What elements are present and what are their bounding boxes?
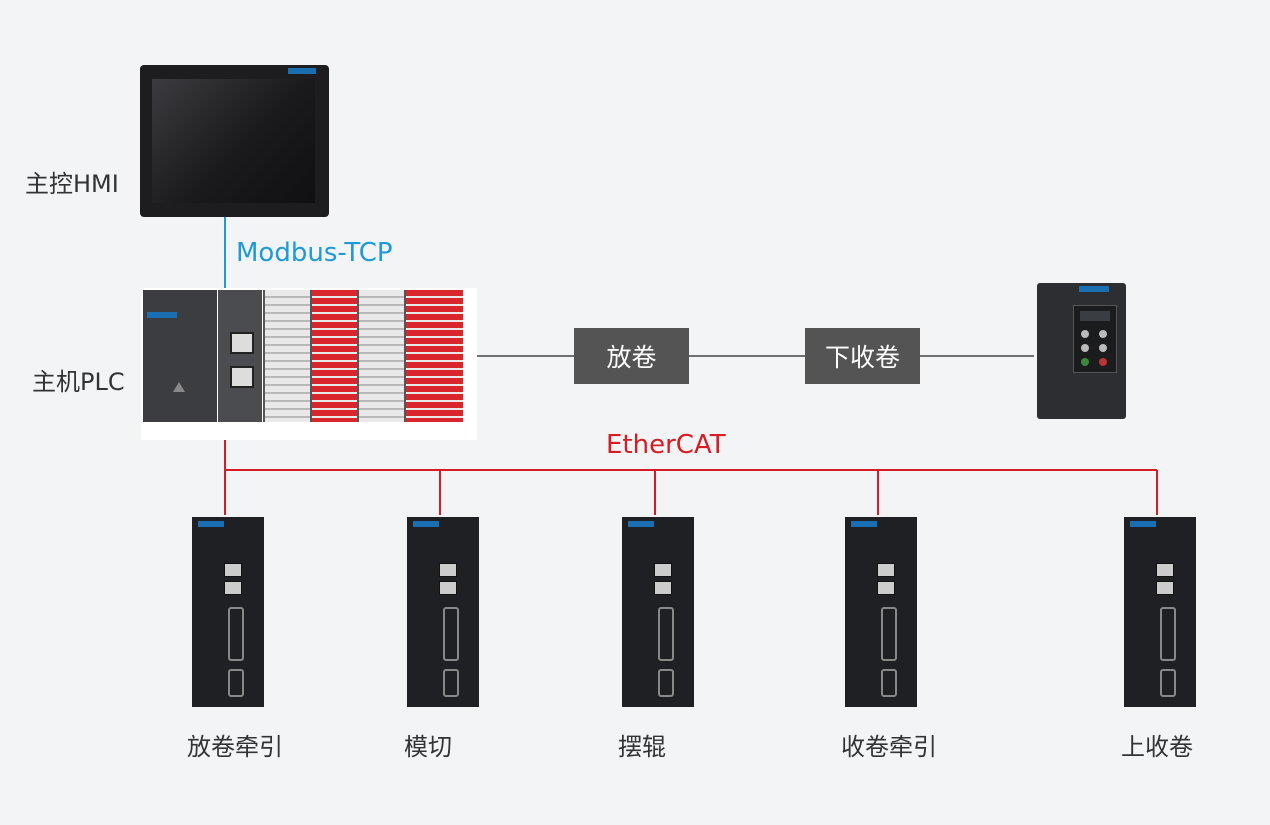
inverter-display <box>1080 311 1110 321</box>
inverter-device <box>1037 283 1126 419</box>
plc-io-module <box>263 290 311 422</box>
ethernet-port-icon <box>877 563 895 577</box>
servo-brand-logo <box>1130 521 1156 527</box>
servo-brand-logo <box>851 521 877 527</box>
db-connector-icon <box>1160 607 1176 661</box>
db-connector-icon <box>881 669 897 697</box>
inverter-brand-logo <box>1079 286 1109 292</box>
hmi-brand-logo <box>288 68 316 74</box>
plc-device <box>141 288 477 440</box>
servo-drive <box>622 517 694 707</box>
ethernet-port-icon <box>224 563 242 577</box>
servo-label-die-cut: 模切 <box>404 733 452 761</box>
unwind-box: 放卷 <box>574 328 689 384</box>
db-connector-icon <box>228 607 244 661</box>
ethernet-port-icon <box>439 563 457 577</box>
db-connector-icon <box>881 607 897 661</box>
inverter-key-icon <box>1081 358 1089 366</box>
inverter-key-icon <box>1099 358 1107 366</box>
warning-icon <box>173 382 185 392</box>
servo-brand-logo <box>413 521 439 527</box>
ethernet-port-icon <box>1156 563 1174 577</box>
hmi-device <box>140 65 329 217</box>
db-connector-icon <box>658 669 674 697</box>
ethercat-label: EtherCAT <box>606 430 726 460</box>
ethernet-port-icon <box>439 581 457 595</box>
servo-label-dancer-roller: 摆辊 <box>618 733 666 761</box>
ethernet-port-icon <box>654 581 672 595</box>
db-connector-icon <box>658 607 674 661</box>
ethernet-port-icon <box>230 332 254 354</box>
plc-io-module <box>310 290 358 422</box>
inverter-key-icon <box>1099 344 1107 352</box>
plc-brand-logo <box>147 312 177 318</box>
servo-label-unwind-traction: 放卷牵引 <box>187 733 283 761</box>
servo-drive <box>845 517 917 707</box>
servo-brand-logo <box>628 521 654 527</box>
modbus-tcp-label: Modbus-TCP <box>236 238 393 268</box>
servo-drive <box>407 517 479 707</box>
hmi-label: 主控HMI <box>25 170 119 198</box>
servo-drive <box>1124 517 1196 707</box>
inverter-key-icon <box>1081 330 1089 338</box>
db-connector-icon <box>1160 669 1176 697</box>
plc-io-module <box>404 290 463 422</box>
db-connector-icon <box>228 669 244 697</box>
db-connector-icon <box>443 607 459 661</box>
hmi-screen <box>152 79 315 203</box>
inverter-key-icon <box>1099 330 1107 338</box>
ethernet-port-icon <box>877 581 895 595</box>
ethernet-port-icon <box>224 581 242 595</box>
ethernet-port-icon <box>1156 581 1174 595</box>
plc-io-module <box>357 290 405 422</box>
plc-cpu-module <box>143 290 217 422</box>
ethernet-port-icon <box>654 563 672 577</box>
servo-brand-logo <box>198 521 224 527</box>
servo-label-upper-rewind: 上收卷 <box>1121 733 1193 761</box>
lower-rewind-box: 下收卷 <box>805 328 920 384</box>
inverter-key-icon <box>1081 344 1089 352</box>
inverter-keypad <box>1073 305 1117 373</box>
plc-comm-module <box>218 290 262 422</box>
ethernet-port-icon <box>230 366 254 388</box>
servo-label-rewind-traction: 收卷牵引 <box>841 733 937 761</box>
plc-label: 主机PLC <box>32 368 125 396</box>
servo-drive <box>192 517 264 707</box>
db-connector-icon <box>443 669 459 697</box>
